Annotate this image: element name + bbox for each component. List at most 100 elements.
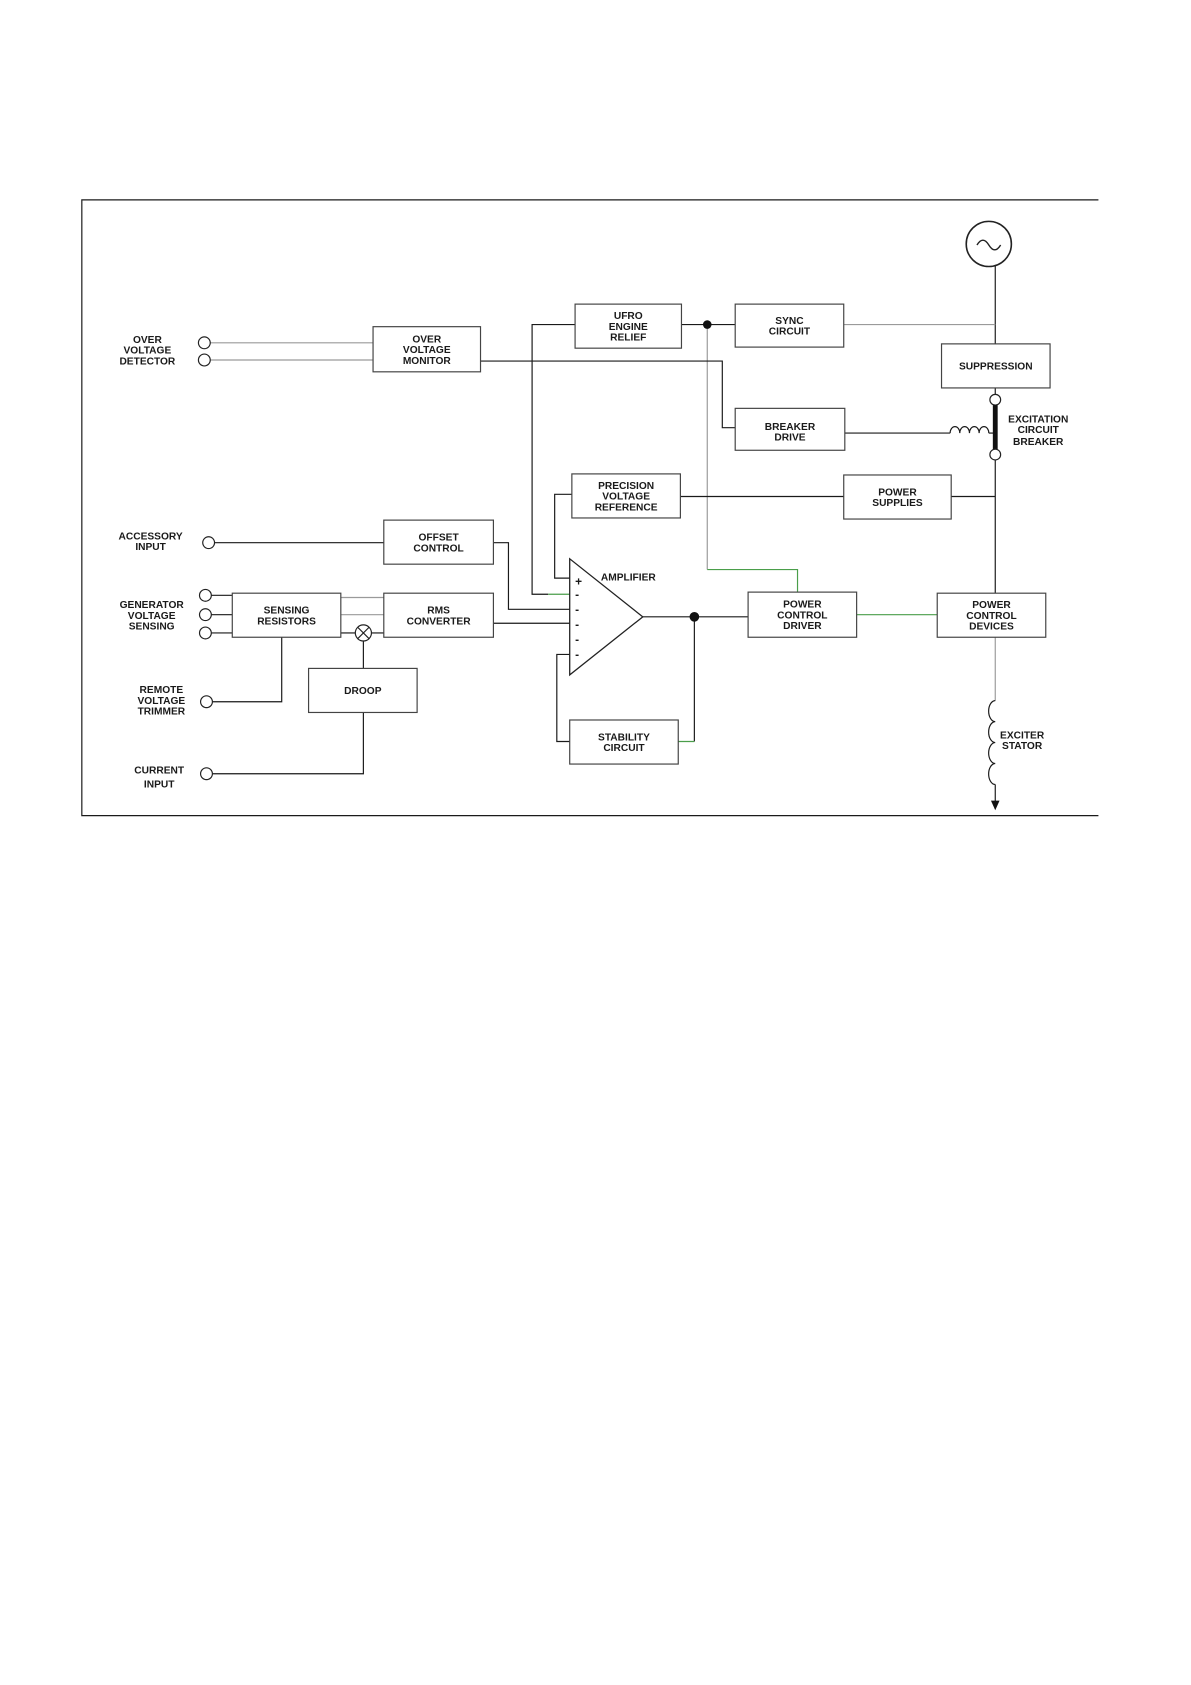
connector-wire: [554, 493, 572, 579]
block-label: DRIVE: [774, 433, 805, 444]
block-label: POWER: [972, 600, 1011, 611]
input-terminal: [197, 353, 211, 367]
ac-source-icon: [965, 220, 1013, 268]
block-label: PRECISION: [598, 481, 654, 492]
wiring: [210, 265, 996, 803]
amplifier-symbol: AMPLIFIER + - - - - -: [569, 557, 657, 677]
input-terminal: [202, 536, 216, 550]
block-label: BREAKER: [765, 422, 816, 433]
amplifier-minus-input: -: [575, 603, 579, 617]
block-outline: [843, 474, 952, 520]
block-label: ENGINE: [609, 322, 648, 333]
input-label: SENSING: [129, 622, 175, 633]
block-label: REFERENCE: [595, 502, 658, 513]
component-label: STATOR: [1002, 741, 1043, 752]
multiplier-icon: [354, 624, 373, 642]
block-label: RELIEF: [610, 333, 646, 344]
power-supplies-block: POWER SUPPLIES: [843, 474, 952, 520]
block-label: UFRO: [614, 311, 643, 322]
current-input-label: CURRENT INPUT: [134, 766, 185, 791]
block-label: CONVERTER: [407, 616, 472, 627]
connector-wire: [531, 323, 576, 595]
generator-voltage-sensing-label: GENERATOR VOLTAGE SENSING: [120, 600, 185, 632]
excitation-circuit-breaker-label: EXCITATION CIRCUIT BREAKER: [1008, 414, 1068, 448]
connector-wire: [211, 712, 364, 775]
block-label: MONITOR: [403, 356, 452, 367]
block-label: CIRCUIT: [769, 327, 811, 338]
input-label: CURRENT: [134, 766, 185, 777]
sensing-resistors-block: SENSING RESISTORS: [231, 592, 342, 638]
input-label: OVER: [133, 335, 163, 346]
block-label: RMS: [427, 606, 450, 617]
connector-wire: [211, 637, 283, 703]
block-label: DROOP: [344, 686, 382, 697]
connector-wire: [556, 653, 570, 743]
droop-block: DROOP: [307, 667, 418, 714]
ufro-engine-relief-block: UFRO ENGINE RELIEF: [574, 303, 683, 349]
connector-wire: [493, 542, 570, 610]
block-label: POWER: [783, 600, 822, 611]
block-outline: [734, 303, 845, 348]
component-label: CIRCUIT: [1018, 425, 1060, 436]
input-label: GENERATOR: [120, 600, 185, 611]
amplifier-label: AMPLIFIER: [601, 572, 657, 583]
block-outline: [734, 407, 846, 451]
component-label: BREAKER: [1013, 437, 1064, 448]
block-label: SUPPRESSION: [959, 362, 1033, 373]
input-label: ACCESSORY: [119, 531, 183, 542]
input-label: INPUT: [144, 780, 175, 791]
diagram-frame: [81, 199, 1099, 817]
input-terminal: [198, 626, 212, 640]
block-outline: [569, 719, 679, 765]
power-control-devices-block: POWER CONTROL DEVICES: [936, 592, 1047, 638]
excitation-circuit-breaker-icon: [989, 393, 1002, 461]
input-terminal: [199, 695, 213, 709]
remote-voltage-trimmer-label: REMOTE VOLTAGE TRIMMER: [137, 685, 185, 717]
input-terminal: [199, 767, 213, 781]
block-outline: [940, 343, 1051, 389]
block-outline: [383, 519, 495, 565]
block-outline: [936, 592, 1047, 638]
amplifier-minus-input: -: [575, 588, 579, 602]
over-voltage-monitor-block: OVER VOLTAGE MONITOR: [372, 326, 482, 373]
connector-wire: [480, 360, 736, 429]
sync-circuit-block: SYNC CIRCUIT: [734, 303, 845, 348]
block-outline: [747, 591, 858, 638]
power-control-driver-block: POWER CONTROL DRIVER: [747, 591, 858, 638]
input-label: INPUT: [135, 542, 166, 553]
precision-voltage-reference-block: PRECISION VOLTAGE REFERENCE: [571, 473, 681, 519]
exciter-stator-label: EXCITER STATOR: [1000, 730, 1045, 752]
input-terminal: [198, 588, 212, 602]
input-label: VOLTAGE: [124, 346, 172, 357]
sine-wave-icon: [976, 239, 1002, 251]
component-label: EXCITER: [1000, 730, 1045, 741]
block-outline: [307, 667, 418, 714]
amplifier-minus-input: -: [575, 648, 579, 662]
block-label: STABILITY: [598, 732, 650, 743]
input-label: DETECTOR: [119, 356, 175, 367]
block-label: CONTROL: [966, 611, 1016, 622]
breaker-terminal: [989, 393, 1002, 406]
block-label: OFFSET: [419, 533, 460, 544]
input-terminal: [198, 608, 212, 622]
exciter-coil-icon: [988, 700, 996, 786]
arrow-down-icon: [990, 800, 1000, 811]
component-label: EXCITATION: [1008, 414, 1068, 425]
block-label: CIRCUIT: [603, 743, 645, 754]
junction-dot: [689, 611, 700, 622]
block-label: SUPPLIES: [872, 498, 923, 509]
ac-source-circle: [965, 220, 1013, 268]
block-outline: [372, 326, 482, 373]
input-terminal: [197, 336, 211, 350]
block-label: DEVICES: [969, 622, 1014, 633]
input-label: REMOTE: [140, 685, 184, 696]
block-label: VOLTAGE: [403, 345, 451, 356]
amplifier-minus-input: -: [575, 633, 579, 647]
block-label: CONTROL: [777, 610, 827, 621]
junction-dot: [702, 320, 712, 329]
amplifier-minus-input: -: [575, 618, 579, 632]
suppression-block: SUPPRESSION: [940, 343, 1051, 389]
block-label: SYNC: [775, 316, 804, 327]
